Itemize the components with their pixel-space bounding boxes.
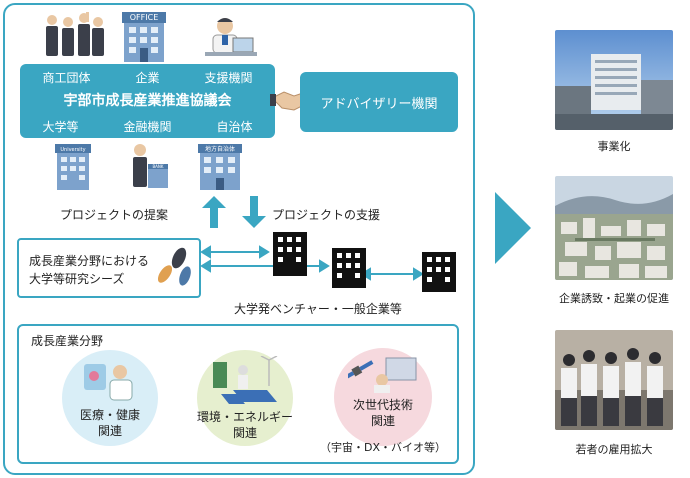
seeds-icon bbox=[157, 247, 191, 286]
research-seeds-box: 成長産業分野における 大学等研究シーズ bbox=[17, 238, 201, 298]
growth-fields-box: 成長産業分野 医療・健康 関連 環境・エネルギー 関連 次世 bbox=[17, 324, 459, 464]
company-building-icon-2 bbox=[332, 248, 366, 288]
business-group-icon bbox=[46, 12, 104, 56]
space-dx-icon bbox=[348, 357, 417, 393]
medical-label: 医療・健康 bbox=[79, 408, 140, 422]
council-member-finance: 金融機関 bbox=[123, 120, 172, 134]
council-member-commerce: 商工団体 bbox=[42, 71, 91, 85]
company-building-icon-1 bbox=[273, 232, 307, 276]
nextgen-circle: 次世代技術 関連 bbox=[334, 348, 432, 446]
solar-wind-icon bbox=[213, 356, 278, 404]
ventures-label: 大学発ベンチャー・一般企業等 bbox=[234, 302, 402, 316]
council-box: 商工団体 企業 支援機関 宇部市成長産業推進協議会 大学等 金融機関 自治体 bbox=[20, 64, 275, 138]
energy-label: 環境・エネルギー bbox=[196, 410, 293, 424]
council-member-companies: 企業 bbox=[135, 71, 160, 85]
government-sign: 地方自治体 bbox=[205, 145, 235, 153]
energy-circle: 環境・エネルギー 関連 bbox=[197, 350, 293, 446]
support-down-arrow-icon bbox=[242, 196, 266, 228]
nextgen-sublabel: 関連 bbox=[370, 414, 395, 428]
medical-circle: 医療・健康 関連 bbox=[62, 350, 158, 446]
connection-arrows bbox=[200, 245, 424, 281]
support-staff-icon bbox=[205, 18, 257, 56]
nextgen-examples: （宇宙・DX・バイオ等） bbox=[319, 441, 446, 454]
company-building-icon-3 bbox=[422, 252, 456, 292]
city-aerial-photo bbox=[555, 176, 673, 280]
chevron-right-icon bbox=[495, 192, 531, 264]
outcome-youth-employment: 若者の雇用拡大 bbox=[575, 443, 653, 456]
bank-sign: BANK bbox=[152, 164, 163, 169]
support-label: プロジェクトの支援 bbox=[272, 208, 381, 222]
nextgen-label: 次世代技術 bbox=[352, 398, 413, 412]
council-title: 宇部市成長産業推進協議会 bbox=[63, 93, 232, 109]
proposal-up-arrow-icon bbox=[202, 196, 226, 228]
outcome-attraction: 企業誘致・起業の促進 bbox=[559, 292, 669, 305]
council-member-government: 自治体 bbox=[216, 120, 253, 134]
proposal-label: プロジェクトの提案 bbox=[60, 208, 169, 222]
council-member-universities: 大学等 bbox=[42, 120, 79, 134]
office-building-icon: OFFICE bbox=[122, 12, 166, 62]
bank-staff-icon: BANK bbox=[133, 144, 168, 188]
government-building-icon: 地方自治体 bbox=[198, 144, 242, 190]
energy-sublabel: 関連 bbox=[232, 426, 257, 440]
medical-researcher-icon bbox=[84, 364, 133, 401]
council-member-support: 支援機関 bbox=[204, 71, 253, 85]
university-sign: University bbox=[60, 147, 85, 153]
fields-title: 成長産業分野 bbox=[31, 334, 104, 348]
advisory-box: アドバイザリー機関 bbox=[300, 72, 458, 132]
commercialization-photo bbox=[555, 30, 673, 130]
university-building-icon: University bbox=[55, 144, 91, 190]
seeds-line1: 成長産業分野における bbox=[29, 254, 150, 268]
outcome-commercialization: 事業化 bbox=[597, 140, 631, 153]
medical-sublabel: 関連 bbox=[97, 424, 122, 438]
ecosystem-frame bbox=[3, 3, 475, 475]
seeds-line2: 大学等研究シーズ bbox=[29, 272, 125, 286]
office-sign: OFFICE bbox=[130, 13, 159, 22]
students-photo bbox=[555, 330, 673, 430]
